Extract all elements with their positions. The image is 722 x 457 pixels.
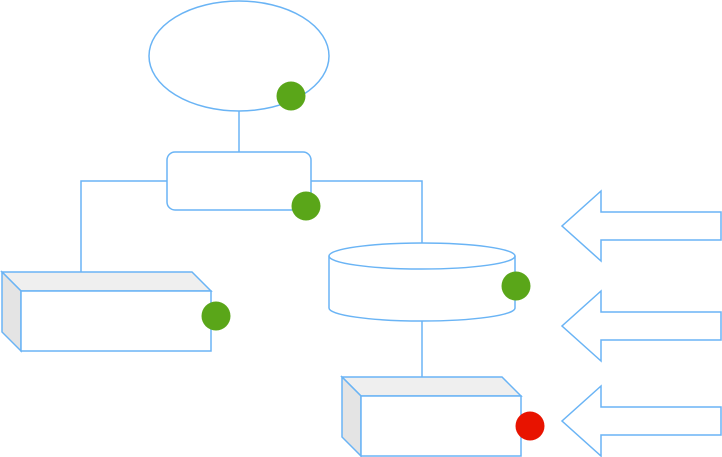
arrow-left-2[interactable] — [560, 289, 722, 363]
root-node[interactable] — [148, 0, 330, 112]
edge-router-storage — [311, 180, 423, 243]
storage-node[interactable] — [328, 242, 531, 322]
left-box-node[interactable] — [0, 270, 231, 353]
arrows — [560, 189, 722, 457]
storage-cylinder-body — [328, 256, 516, 322]
router-node[interactable] — [166, 151, 321, 221]
bottom-box-front-face — [360, 395, 522, 457]
edge-router-left-box — [80, 180, 167, 272]
bottom-box-top-face — [340, 376, 523, 397]
connectors — [80, 111, 423, 377]
router-status-dot — [291, 191, 321, 221]
left-box-top-face — [0, 271, 213, 292]
storage-status-dot — [501, 271, 531, 301]
bottom-box-status-dot — [515, 411, 545, 441]
arrow-left-1[interactable] — [560, 189, 722, 263]
left-box-front-face — [20, 290, 212, 352]
storage-cylinder-top — [328, 242, 516, 270]
left-box-status-dot — [201, 301, 231, 331]
router-rect — [166, 151, 312, 211]
arrow-left-3[interactable] — [560, 384, 722, 457]
root-status-dot — [276, 81, 306, 111]
bottom-box-node[interactable] — [340, 375, 545, 457]
